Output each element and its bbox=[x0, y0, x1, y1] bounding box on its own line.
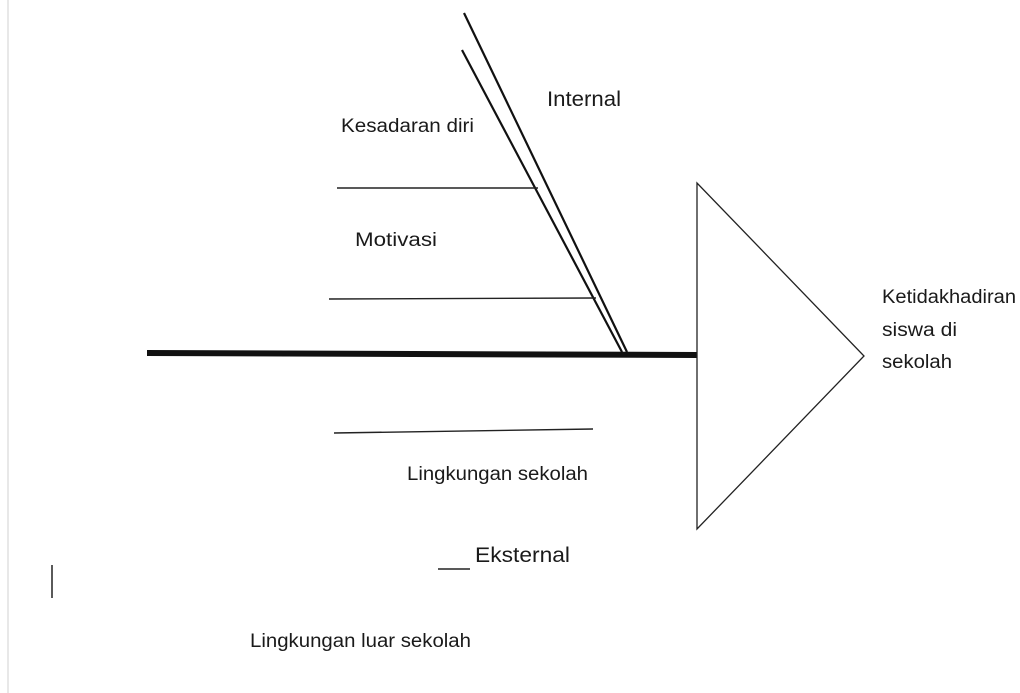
cause-line-motivasi bbox=[328, 297, 597, 300]
main-spine bbox=[146, 350, 698, 358]
category-label-internal: Internal bbox=[547, 88, 621, 111]
cause-line-lingkungan-sekolah bbox=[333, 428, 594, 434]
cause-label-lingkungan-sekolah: Lingkungan sekolah bbox=[407, 464, 588, 485]
effect-head-triangle bbox=[696, 181, 865, 531]
effect-label-line-2: siswa di bbox=[882, 320, 957, 341]
cause-label-kesadaran-diri: Kesadaran diri bbox=[341, 116, 474, 137]
effect-label-line-1: Ketidakhadiran bbox=[882, 287, 1016, 308]
effect-label-line-3: sekolah bbox=[882, 352, 952, 373]
category-label-eksternal: Eksternal bbox=[475, 544, 570, 567]
cause-label-motivasi: Motivasi bbox=[355, 230, 437, 251]
internal-bone-outer bbox=[463, 12, 628, 353]
internal-bone-inner bbox=[461, 49, 623, 353]
cause-label-lingkungan-luar-sekolah: Lingkungan luar sekolah bbox=[250, 631, 471, 652]
